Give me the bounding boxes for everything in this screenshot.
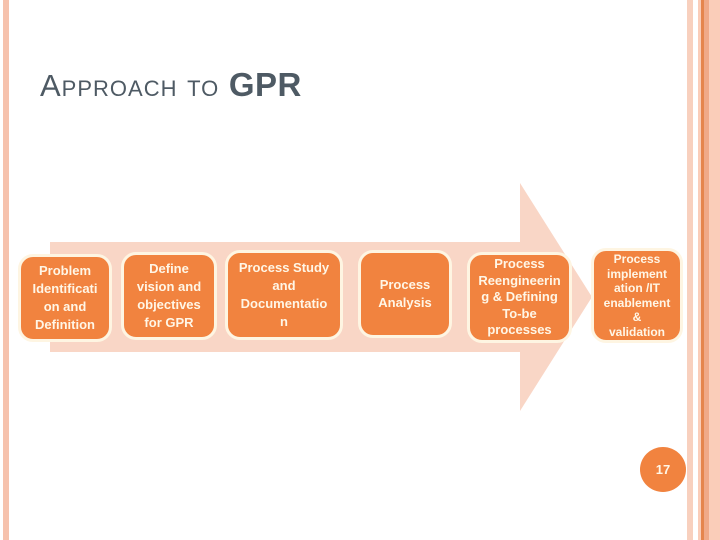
process-step-box-4: Process Analysis: [358, 250, 452, 338]
right-border-stripe: [687, 0, 693, 540]
slide-title-prefix: Approach to: [40, 68, 229, 103]
page-number-badge: 17: [640, 447, 686, 492]
right-border-line-mid: [704, 0, 709, 540]
process-step-box-2: Define vision and objectives for GPR: [121, 252, 217, 340]
process-step-label: Process Reengineerin g & Defining To-be …: [478, 256, 561, 338]
process-step-label: Define vision and objectives for GPR: [136, 261, 202, 330]
page-number: 17: [655, 462, 671, 477]
process-step-box-5: Process Reengineerin g & Defining To-be …: [467, 252, 572, 343]
process-step-label: Process Analysis: [378, 277, 432, 310]
left-border-stripe: [3, 0, 9, 540]
process-step-label: Process Study and Documentatio n: [238, 260, 330, 329]
process-step-box-1: Problem Identificati on and Definition: [18, 254, 112, 342]
right-border-line-dark: [701, 0, 704, 540]
slide-title: Approach to GPR: [40, 66, 302, 104]
process-step-label: Problem Identificati on and Definition: [32, 263, 98, 332]
process-step-label: Process implement ation /IT enablement &…: [603, 252, 671, 339]
process-step-box-6: Process implement ation /IT enablement &…: [591, 248, 683, 343]
right-border-band: [698, 0, 720, 540]
slide-title-acronym: GPR: [228, 66, 302, 103]
process-step-box-3: Process Study and Documentatio n: [225, 250, 343, 340]
